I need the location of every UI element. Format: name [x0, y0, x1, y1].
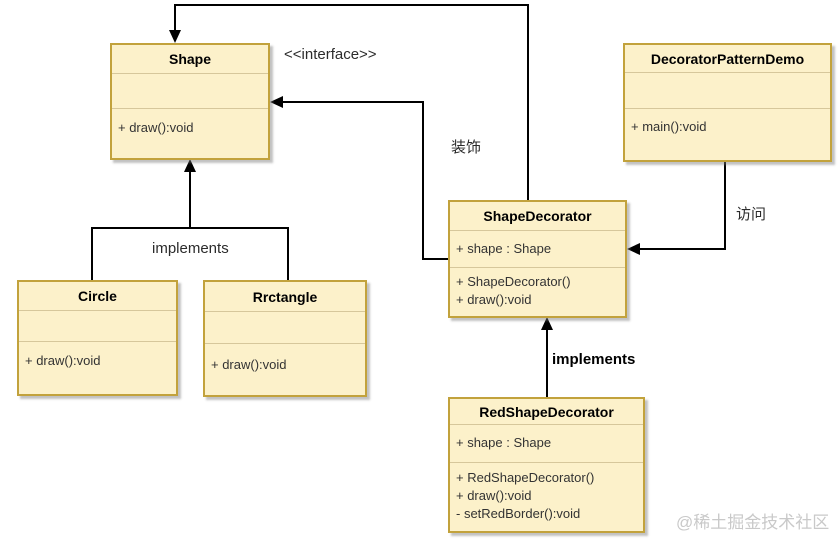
- juejin-watermark: @稀土掘金技术社区: [676, 513, 830, 532]
- connector-toploop-right-vertical: [527, 4, 529, 200]
- method-line: + main():void: [631, 119, 707, 134]
- connector-decorate-vertical: [422, 102, 424, 260]
- class-rrctangle: Rrctangle + draw():void: [203, 280, 367, 397]
- class-circle-attributes: [19, 311, 176, 342]
- arrowhead-into-shapedecorator-right: [627, 243, 640, 255]
- class-rrctangle-title: Rrctangle: [205, 282, 365, 312]
- class-shapedecorator: ShapeDecorator + shape : Shape + ShapeDe…: [448, 200, 627, 318]
- class-redshapedecorator-attributes: + shape : Shape: [450, 425, 643, 463]
- class-decoratorpatterndemo-methods: + main():void: [625, 109, 830, 160]
- arrowhead-into-shape-right: [270, 96, 283, 108]
- connector-toploop-horizontal: [174, 4, 529, 6]
- access-label: 访问: [736, 206, 767, 223]
- class-circle: Circle + draw():void: [17, 280, 178, 396]
- class-shape: Shape + draw():void: [110, 43, 270, 160]
- class-decoratorpatterndemo: DecoratorPatternDemo + main():void: [623, 43, 832, 162]
- connector-implements-rrctangle-vertical: [287, 228, 289, 280]
- class-decoratorpatterndemo-title: DecoratorPatternDemo: [625, 45, 830, 73]
- attribute-line: + shape : Shape: [456, 435, 552, 450]
- class-rrctangle-attributes: [205, 312, 365, 344]
- class-circle-title: Circle: [19, 282, 176, 311]
- arrowhead-into-shape-top: [169, 30, 181, 43]
- class-shapedecorator-title: ShapeDecorator: [450, 202, 625, 231]
- attribute-line: + shape : Shape: [456, 241, 552, 256]
- connector-implements-red-vertical: [546, 329, 548, 397]
- implements-label-right: implements: [552, 351, 636, 368]
- method-line: + ShapeDecorator(): [456, 274, 571, 289]
- class-circle-methods: + draw():void: [19, 342, 176, 394]
- connector-access-horizontal: [638, 248, 726, 250]
- implements-label-left: implements: [152, 240, 229, 257]
- interface-stereotype-label: <<interface>>: [284, 46, 377, 63]
- class-redshapedecorator-title: RedShapeDecorator: [450, 399, 643, 425]
- class-shapedecorator-methods: + ShapeDecorator() + draw():void: [450, 268, 625, 316]
- method-line: + draw():void: [211, 357, 287, 372]
- class-shape-attributes: [112, 74, 268, 109]
- arrowhead-into-shapedecorator-bottom: [541, 317, 553, 330]
- connector-decorate-bottom-horizontal: [423, 258, 448, 260]
- method-line: + RedShapeDecorator(): [456, 470, 595, 485]
- method-line: + draw():void: [25, 353, 101, 368]
- connector-implements-circle-vertical: [91, 228, 93, 280]
- connector-access-vertical: [724, 162, 726, 250]
- decorate-label: 装饰: [451, 139, 482, 156]
- class-shape-methods: + draw():void: [112, 109, 268, 158]
- connector-toploop-left-vertical: [174, 4, 176, 31]
- connector-implements-center-vertical: [189, 171, 191, 229]
- method-line: - setRedBorder():void: [456, 506, 581, 521]
- class-decoratorpatterndemo-attributes: [625, 73, 830, 109]
- method-line: + draw():void: [118, 120, 194, 135]
- arrowhead-into-shape-bottom: [184, 159, 196, 172]
- method-line: + draw():void: [456, 488, 532, 503]
- class-rrctangle-methods: + draw():void: [205, 344, 365, 395]
- connector-decorate-top-horizontal: [281, 101, 424, 103]
- class-shapedecorator-attributes: + shape : Shape: [450, 231, 625, 268]
- method-line: + draw():void: [456, 292, 532, 307]
- class-redshapedecorator-methods: + RedShapeDecorator() + draw():void - se…: [450, 463, 643, 531]
- class-shape-title: Shape: [112, 45, 268, 74]
- class-redshapedecorator: RedShapeDecorator + shape : Shape + RedS…: [448, 397, 645, 533]
